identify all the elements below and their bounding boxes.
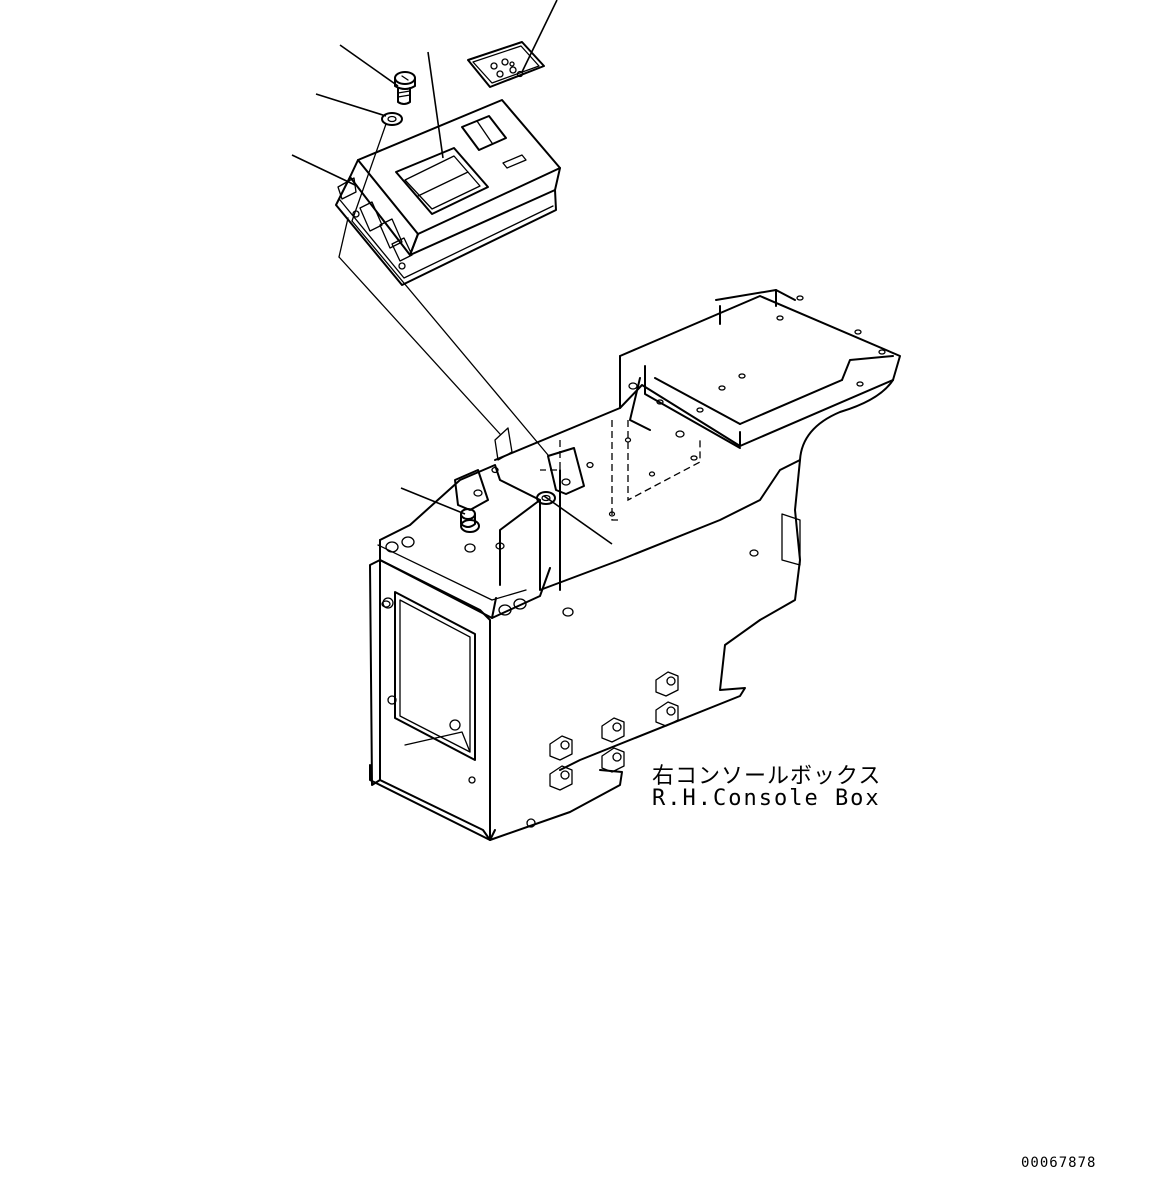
figure-number: 00067878 [1021,1155,1097,1171]
monitor [335,99,561,286]
console-label-jp: 右コンソールボックス [652,764,882,789]
leader-bolt [339,44,399,87]
assembly-lines [338,123,549,456]
leader-nut [543,495,613,545]
grease-fitting [460,508,480,533]
bolt [394,71,416,105]
leader-washer [315,93,387,117]
console-label-en: R.H.Console Box [652,786,881,811]
leader-grease-fitting [400,487,466,515]
label-plate [467,41,545,88]
leader-monitor [427,51,444,159]
leader-lines [291,0,613,545]
leader-bracket [291,154,356,186]
washer [381,112,403,126]
nut [536,491,556,505]
leader-label-plate [521,0,558,73]
console-box [369,289,901,841]
